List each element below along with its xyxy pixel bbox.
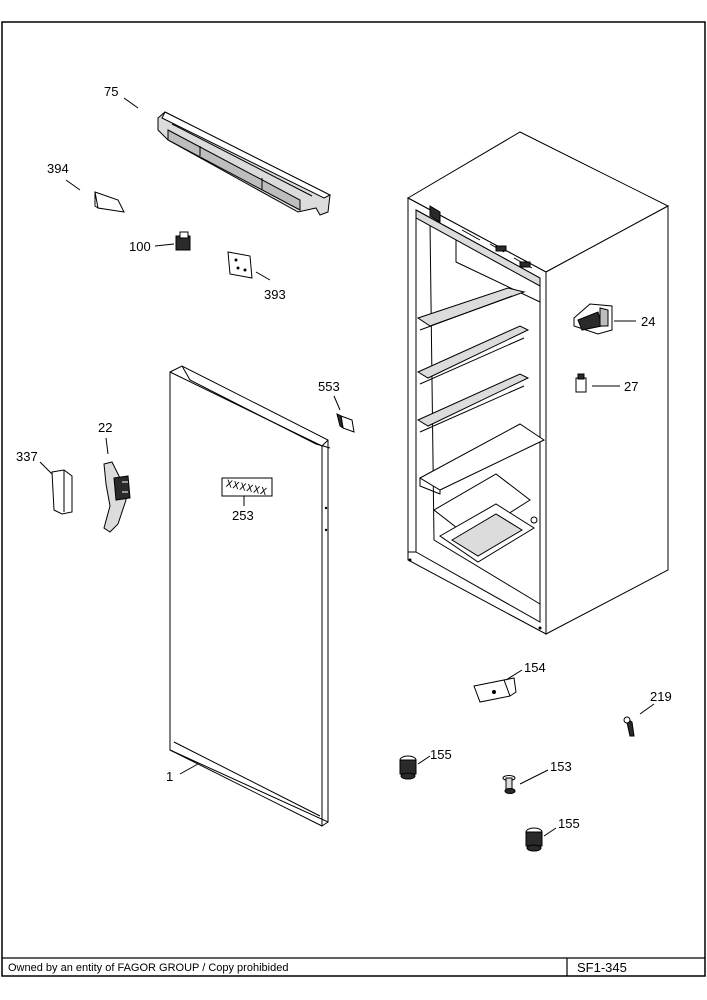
label-22: 22 <box>98 420 112 435</box>
part-154-bottom-bracket <box>473 677 517 703</box>
label-155-right: 155 <box>558 816 580 831</box>
part-394-plate <box>94 191 125 213</box>
label-153: 153 <box>550 759 572 774</box>
label-393: 393 <box>264 287 286 302</box>
footer-ownership-text: Owned by an entity of FAGOR GROUP / Copy… <box>8 962 288 974</box>
part-1-door: XXXXXX <box>169 365 331 827</box>
part-27-pin <box>575 373 587 393</box>
label-154: 154 <box>524 660 546 675</box>
label-24: 24 <box>641 314 655 329</box>
part-153-bolt <box>502 775 516 794</box>
part-100-switch <box>175 231 191 251</box>
part-337-handle-cap <box>51 469 73 515</box>
label-100: 100 <box>129 239 151 254</box>
drawing-frame <box>1 21 706 977</box>
part-labels: 75 394 100 393 24 27 553 22 337 253 1 15… <box>16 84 672 831</box>
part-253-rating-label <box>221 477 273 497</box>
label-75: 75 <box>104 84 118 99</box>
label-155-left: 155 <box>430 747 452 762</box>
part-155-foot-right <box>525 827 543 852</box>
label-219: 219 <box>650 689 672 704</box>
part-75-door-top-trim <box>157 111 332 216</box>
part-24-top-hinge <box>573 303 613 335</box>
part-219-screw <box>623 716 635 737</box>
part-22-hinge <box>103 461 131 533</box>
label-553: 553 <box>318 379 340 394</box>
label-394: 394 <box>47 161 69 176</box>
part-155-foot-left <box>399 755 417 780</box>
refrigerator-cabinet <box>406 131 670 635</box>
label-1: 1 <box>166 769 173 784</box>
part-393-plate <box>227 251 253 279</box>
part-553-bracket <box>336 413 355 433</box>
label-27: 27 <box>624 379 638 394</box>
label-253: 253 <box>232 508 254 523</box>
footer-drawing-code: SF1-345 <box>577 960 627 975</box>
label-337: 337 <box>16 449 38 464</box>
leader-lines <box>39 97 655 837</box>
